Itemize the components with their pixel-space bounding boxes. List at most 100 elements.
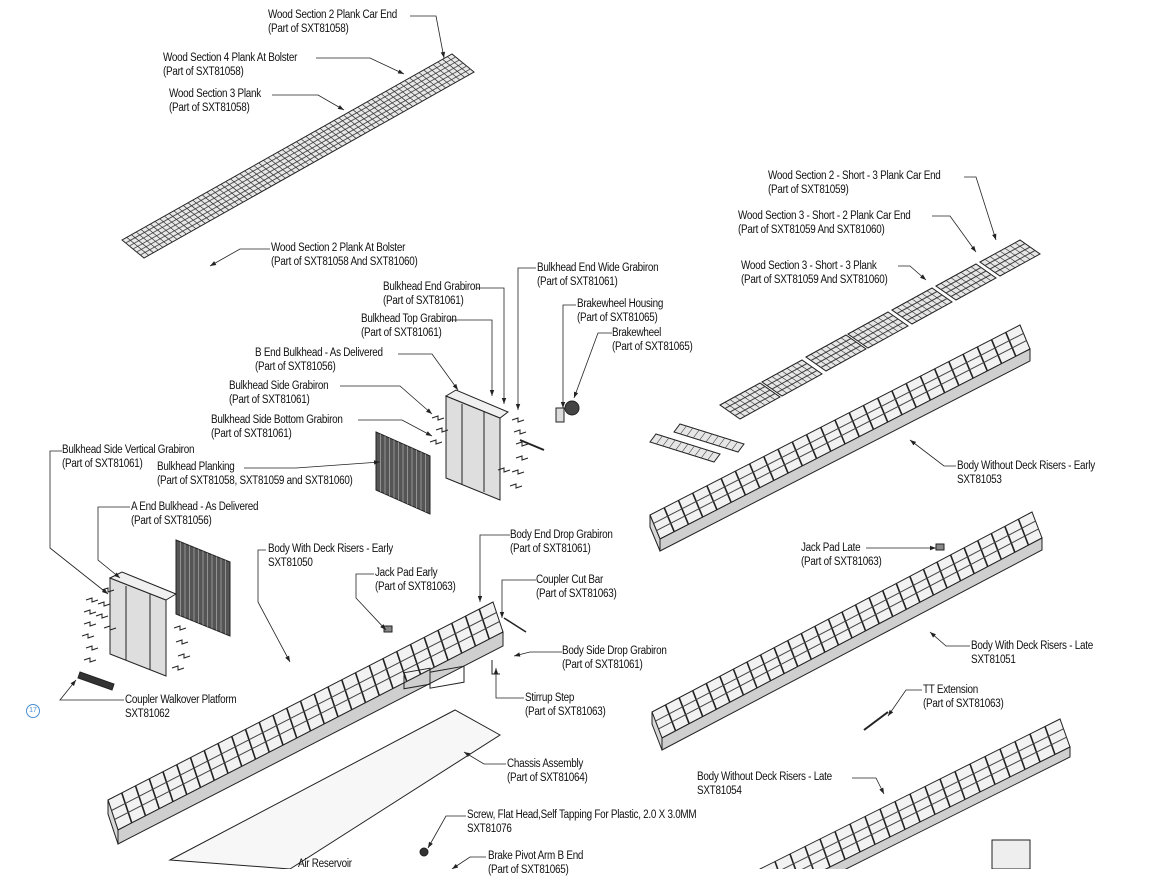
leader-body-end-drop-grabiron	[480, 535, 510, 602]
callout-screw-flat-head: Screw, Flat Head,Self Tapping For Plasti…	[467, 809, 696, 836]
callout-title: Brakewheel Housing	[577, 298, 663, 312]
callout-title: Wood Section 4 Plank At Bolster	[163, 52, 297, 66]
grabiron	[432, 416, 444, 420]
callout-title: Coupler Cut Bar	[536, 574, 617, 588]
callout-brakewheel-housing: Brakewheel Housing(Part of SXT81065)	[577, 298, 663, 325]
callout-part-number: (Part of SXT81058 And SXT81060)	[271, 256, 417, 270]
callout-title: Coupler Walkover Platform	[125, 694, 236, 708]
callout-title: Body With Deck Risers - Early	[268, 543, 393, 557]
bulkhead-planking-a	[176, 540, 230, 636]
leader-wood-sec2-plank-at-bolster	[210, 249, 270, 266]
page-number-marker[interactable]: 17	[26, 704, 40, 718]
callout-wood-sec3-short-3plank: Wood Section 3 - Short - 3 Plank(Part of…	[741, 260, 887, 287]
callout-title: Bulkhead End Grabiron	[383, 281, 480, 295]
brakewheel-housing-drawing	[556, 408, 564, 422]
callout-bulkhead-end-wide-grabiron: Bulkhead End Wide Grabiron(Part of SXT81…	[537, 262, 658, 289]
callout-jack-pad-early: Jack Pad Early(Part of SXT81063)	[375, 567, 456, 594]
grabiron	[510, 484, 522, 488]
leader-b-end-bulkhead	[398, 354, 458, 390]
callout-b-end-bulkhead: B End Bulkhead - As Delivered(Part of SX…	[255, 347, 383, 374]
leader-body-without-deck-risers-early	[910, 440, 956, 466]
partial-part-drawing	[992, 840, 1030, 869]
grabiron	[84, 622, 96, 626]
body-side	[660, 349, 1030, 551]
leader-screw-flat-head	[428, 816, 466, 848]
callout-part-number: (Part of SXT81056)	[131, 515, 258, 529]
callout-part-number: (Part of SXT81063)	[536, 588, 617, 602]
callout-part-number: (Part of SXT81059 And SXT81060)	[741, 274, 887, 288]
leader-wood-sec2-short-3plank-car-end	[964, 177, 996, 240]
arrowhead-body-with-deck-risers-early	[285, 656, 290, 662]
grabiron	[84, 658, 96, 662]
leader-wood-sec3-plank	[272, 95, 344, 110]
callout-part-number: (Part of SXT81063)	[525, 706, 606, 720]
callout-coupler-cut-bar: Coupler Cut Bar(Part of SXT81063)	[536, 574, 617, 601]
b-end-bulkhead-drawing	[446, 390, 508, 500]
callout-title: Wood Section 3 - Short - 2 Plank Car End	[738, 210, 911, 224]
arrowhead-stirrup-step	[494, 668, 498, 674]
callout-part-number: (Part of SXT81065)	[612, 341, 693, 355]
grabiron	[96, 614, 108, 618]
callout-stirrup-step: Stirrup Step(Part of SXT81063)	[525, 692, 606, 719]
callout-title: Wood Section 3 Plank	[169, 88, 261, 102]
arrowhead-wood-sec3-short-2plank-car-end	[971, 246, 976, 252]
callout-title: Jack Pad Early	[375, 567, 456, 581]
arrowhead-wood-sec2-plank-car-end	[441, 52, 445, 58]
arrowhead-coupler-walkover-platform	[71, 680, 76, 686]
callout-title: Wood Section 2 - Short - 3 Plank Car End	[768, 170, 941, 184]
callout-part-number: (Part of SXT81056)	[255, 361, 383, 375]
callout-bulkhead-side-grabiron: Bulkhead Side Grabiron(Part of SXT81061)	[229, 380, 328, 407]
callout-part-number: SXT81054	[697, 785, 832, 799]
callout-a-end-bulkhead: A End Bulkhead - As Delivered(Part of SX…	[131, 501, 258, 528]
grabiron	[512, 418, 524, 422]
leader-coupler-cut-bar	[502, 580, 536, 618]
callout-title: Jack Pad Late	[801, 542, 882, 556]
callout-part-number: (Part of SXT81061)	[211, 428, 343, 442]
callout-title: Body With Deck Risers - Late	[971, 640, 1093, 654]
callout-body-end-drop-grabiron: Body End Drop Grabiron(Part of SXT81061)	[510, 529, 613, 556]
callout-title: Brake Pivot Arm B End	[488, 850, 583, 864]
leader-wood-sec3-short-2plank-car-end	[932, 216, 976, 252]
a-end-bulkhead-drawing	[110, 572, 176, 676]
callout-title: Brakewheel	[612, 327, 693, 341]
arrowhead-bulkhead-end-grabiron	[502, 398, 506, 404]
callout-part-number: (Part of SXT81058)	[169, 102, 261, 116]
grabiron	[516, 456, 528, 460]
arrowhead-body-without-deck-risers-late	[879, 788, 884, 794]
callout-part-number: (Part of SXT81063)	[923, 698, 1004, 712]
leader-body-with-deck-risers-late	[930, 632, 970, 646]
arrowhead-body-end-drop-grabiron	[478, 596, 482, 602]
leader-a-end-bulkhead	[98, 507, 130, 578]
wood-deck-long	[122, 54, 474, 258]
callout-title: Bulkhead End Wide Grabiron	[537, 262, 658, 276]
arrowhead-jack-pad-late	[930, 546, 936, 550]
arrowhead-coupler-cut-bar	[500, 612, 504, 618]
callout-part-number: (Part of SXT81061)	[361, 327, 457, 341]
callout-part-number: SXT81076	[467, 823, 696, 837]
callout-part-number: SXT81062	[125, 708, 236, 722]
arrowhead-wood-sec2-plank-at-bolster	[210, 261, 216, 266]
callout-part-number: (Part of SXT81064)	[507, 772, 588, 786]
callout-part-number: (Part of SXT81061)	[537, 276, 658, 290]
grabiron	[174, 626, 186, 630]
callout-title: Bulkhead Side Bottom Grabiron	[211, 414, 343, 428]
bulkhead-planking-b	[376, 432, 430, 514]
arrowhead-wood-sec4-plank-at-bolster	[398, 69, 404, 74]
callout-part-number: (Part of SXT81065)	[577, 312, 663, 326]
arrowhead-bulkhead-side-bottom-grabiron	[426, 431, 432, 436]
callout-part-number: SXT81051	[971, 654, 1093, 668]
grabiron	[178, 654, 190, 658]
leader-wood-sec2-plank-car-end	[410, 16, 444, 58]
callout-part-number: (Part of SXT81063)	[801, 556, 882, 570]
grabiron	[82, 634, 94, 638]
grabiron	[176, 640, 188, 644]
callout-brake-pivot-arm-b-end: Brake Pivot Arm B End(Part of SXT81065)	[488, 850, 583, 877]
callout-title: TT Extension	[923, 684, 1004, 698]
callout-body-side-drop-grabiron: Body Side Drop Grabiron(Part of SXT81061…	[562, 645, 667, 672]
leader-wood-sec4-plank-at-bolster	[316, 58, 404, 74]
